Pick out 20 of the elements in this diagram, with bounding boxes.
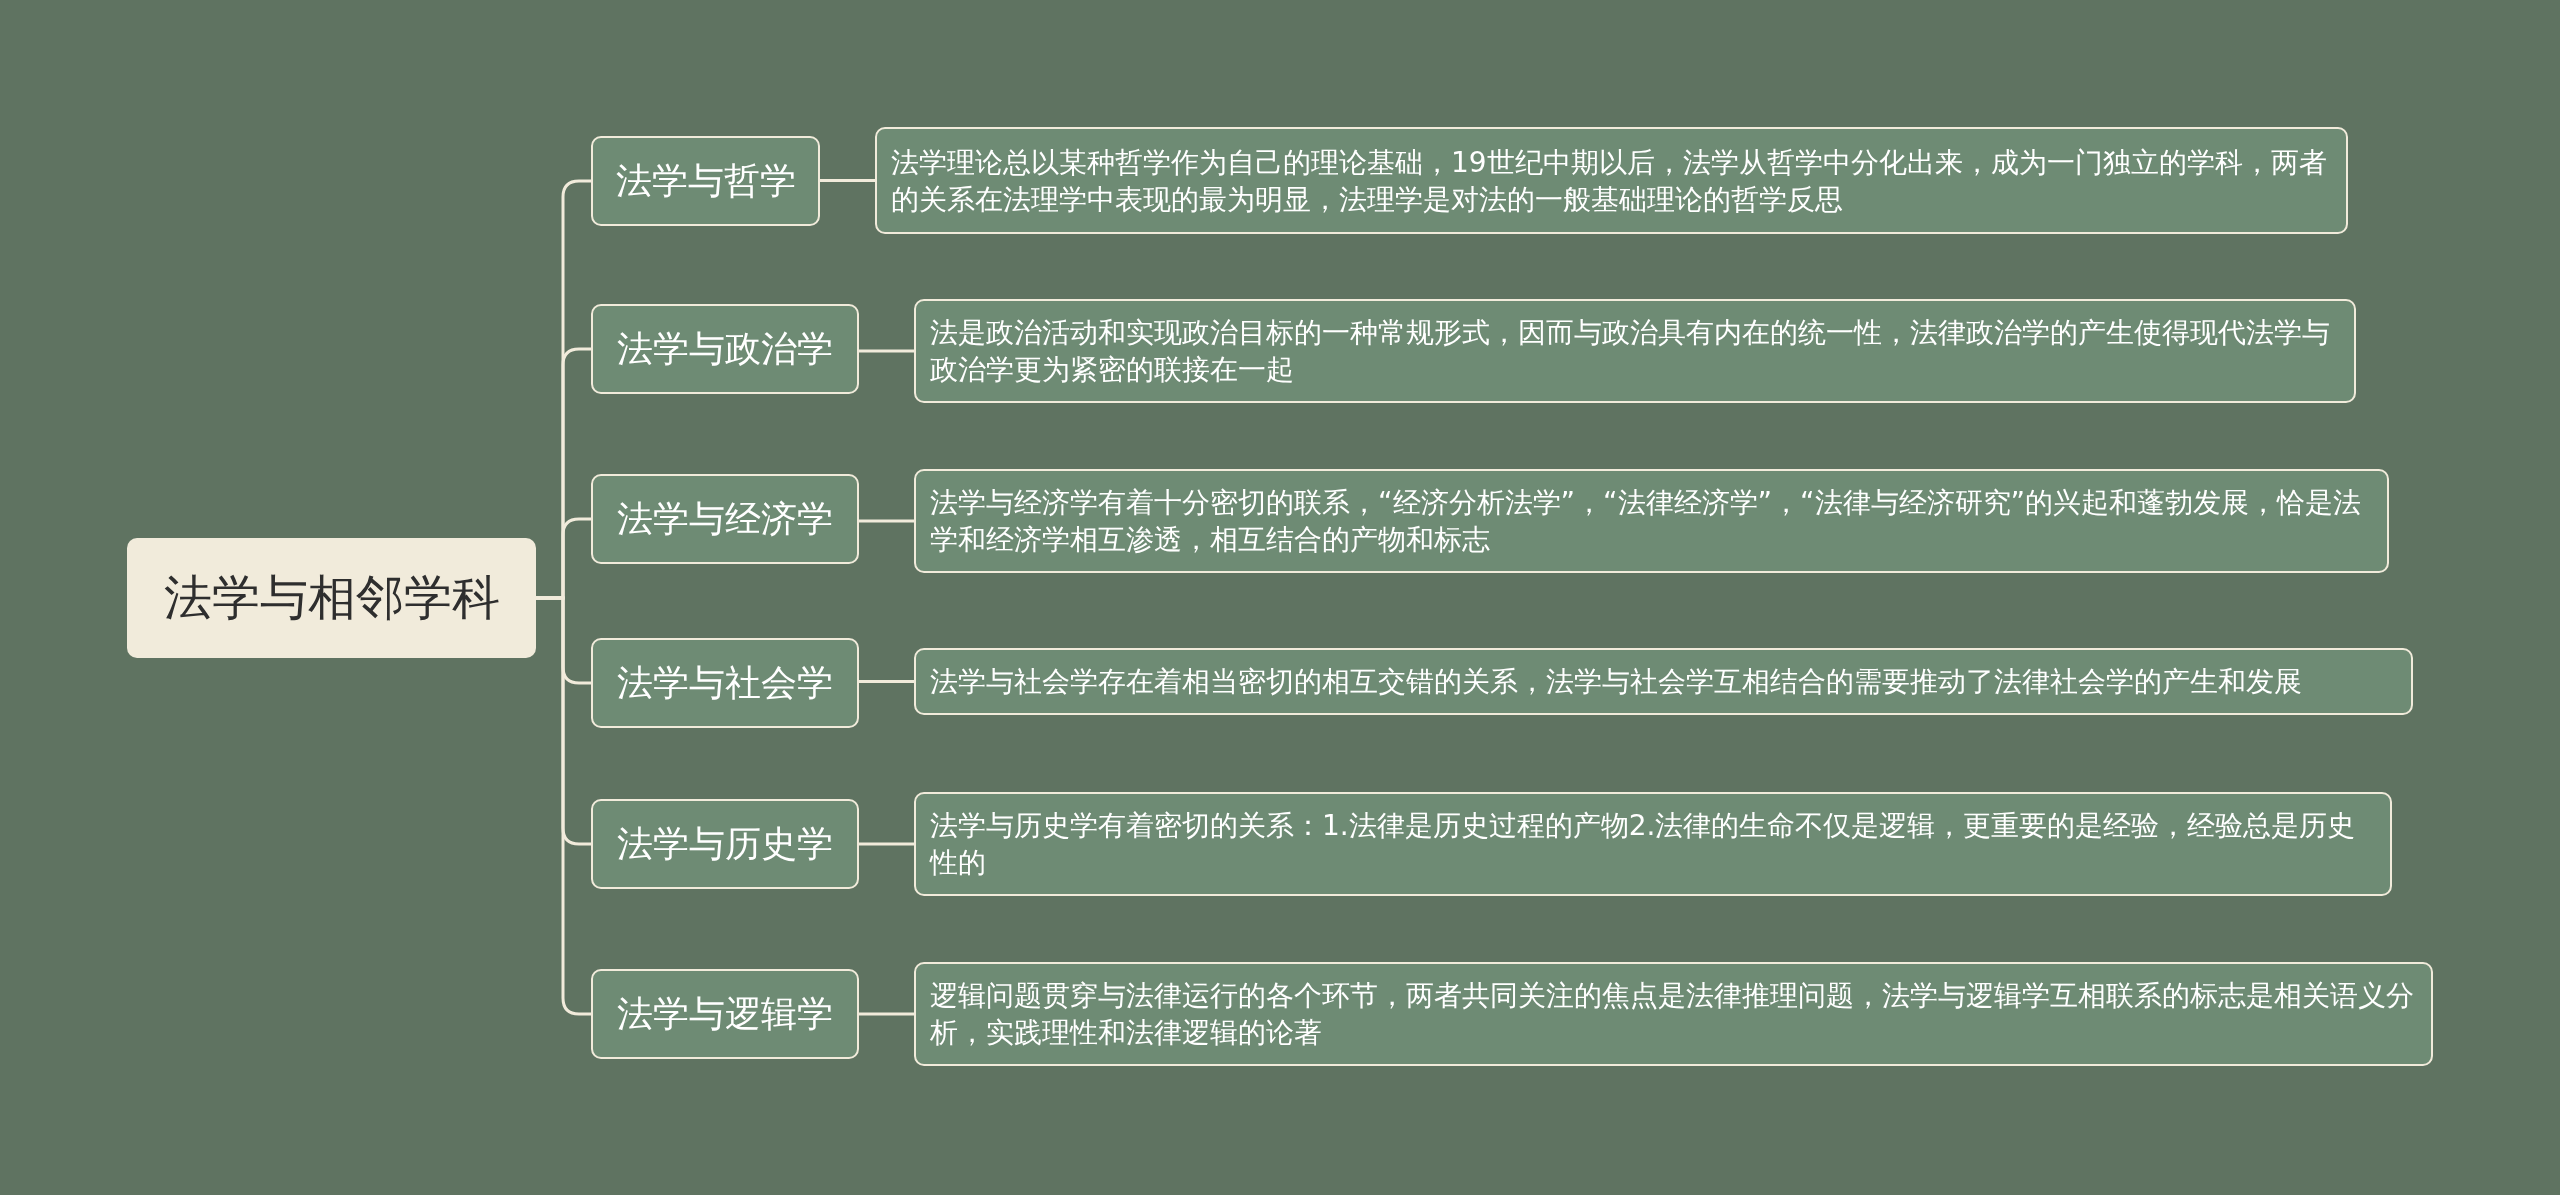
description-box: 逻辑问题贯穿与法律运行的各个环节，两者共同关注的焦点是法律推理问题，法学与逻辑学互相联系的标志是相关语义分析，实践理性和法律逻辑的论著 [914, 962, 2433, 1066]
connector-line [859, 519, 914, 523]
connector-line [859, 680, 914, 683]
branch-topic-box: 法学与哲学 [591, 136, 820, 226]
root-topic-box: 法学与相邻学科 [127, 538, 536, 658]
branch-topic-box: 法学与逻辑学 [591, 969, 859, 1059]
branch-topic-box: 法学与经济学 [591, 474, 859, 564]
connector-line [859, 349, 914, 353]
connector-line [859, 1012, 914, 1016]
branch-topic-box: 法学与政治学 [591, 304, 859, 394]
description-box: 法学理论总以某种哲学作为自己的理论基础，19世纪中期以后，法学从哲学中分化出来，成为一门独立的学科，两者的关系在法理学中表现的最为明显，法理学是对法的一般基础理论的哲学反思 [875, 127, 2348, 234]
branch-topic-box: 法学与社会学 [591, 638, 859, 728]
description-box: 法学与历史学有着密切的关系：1.法律是历史过程的产物2.法律的生命不仅是逻辑，更重要的是经验，经验总是历史性的 [914, 792, 2392, 896]
branch-topic-box: 法学与历史学 [591, 799, 859, 889]
connector-line [859, 842, 914, 846]
description-box: 法是政治活动和实现政治目标的一种常规形式，因而与政治具有内在的统一性，法律政治学的产生使得现代法学与政治学更为紧密的联接在一起 [914, 299, 2356, 403]
connector-line [820, 179, 875, 182]
connector-line [536, 596, 591, 1016]
description-box: 法学与经济学有着十分密切的联系，“经济分析法学”，“法律经济学”，“法律与经济研究”的兴起和蓬勃发展，恰是法学和经济学相互渗透，相互结合的产物和标志 [914, 469, 2389, 573]
description-box: 法学与社会学存在着相当密切的相互交错的关系，法学与社会学互相结合的需要推动了法律社会学的产生和发展 [914, 648, 2413, 715]
